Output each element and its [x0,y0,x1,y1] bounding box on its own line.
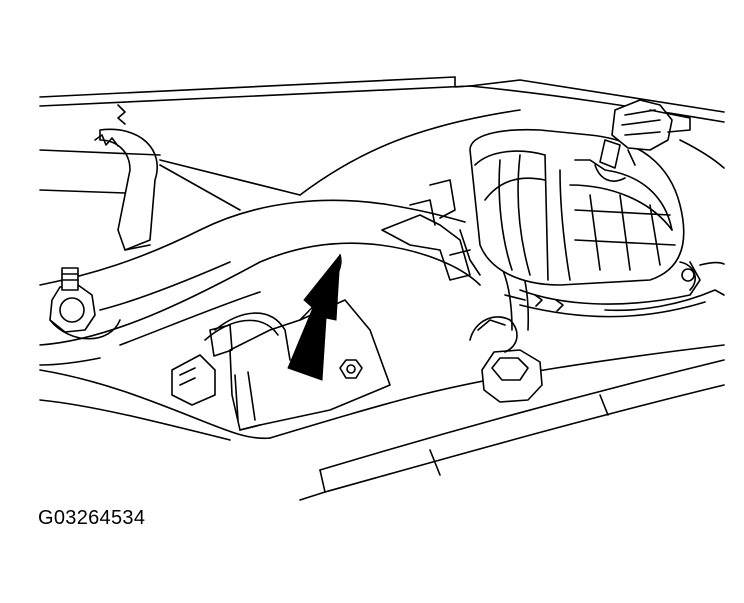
hose-clamp [381,179,471,281]
pointer-arrow [287,253,341,381]
right-body-lines [679,139,725,266]
actuator-mounting-flange [519,261,725,318]
left-mounting-bolt [49,267,121,340]
top-electrical-connector [594,99,691,182]
cross-member-beam [39,199,481,366]
actuator-canister [469,128,685,286]
right-mounting-bolt [469,316,543,403]
sensor-connector [171,312,291,421]
hood-panel-lines [39,76,725,211]
figure-code-label: G03264534 [38,507,146,529]
left-bracket [94,104,158,251]
center-nut [339,359,363,379]
lower-body-panel [39,344,725,501]
